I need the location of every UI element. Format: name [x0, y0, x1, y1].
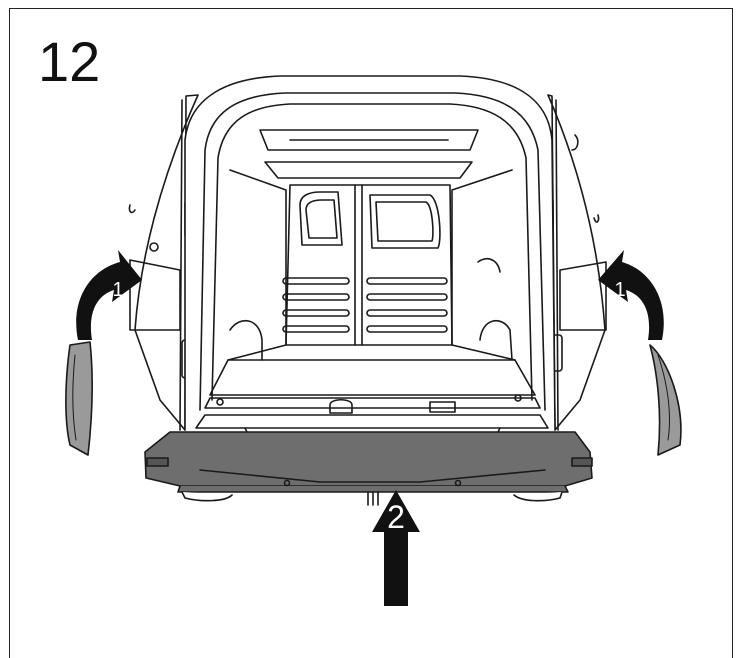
left-arrow-label: 1: [112, 279, 123, 301]
diagram-frame: [9, 8, 733, 658]
push-arrow-label: 2: [387, 499, 405, 535]
push-up-arrow: [372, 490, 420, 606]
left-curved-arrow: [76, 250, 142, 340]
right-curved-arrow: [598, 250, 664, 340]
cargo-interior: [195, 129, 549, 439]
left-removed-part: [65, 341, 93, 456]
right-arrow-label: 1: [614, 279, 625, 301]
rear-bumper: [144, 431, 593, 506]
step-number: 12: [38, 30, 101, 93]
right-removed-part: [649, 344, 682, 456]
